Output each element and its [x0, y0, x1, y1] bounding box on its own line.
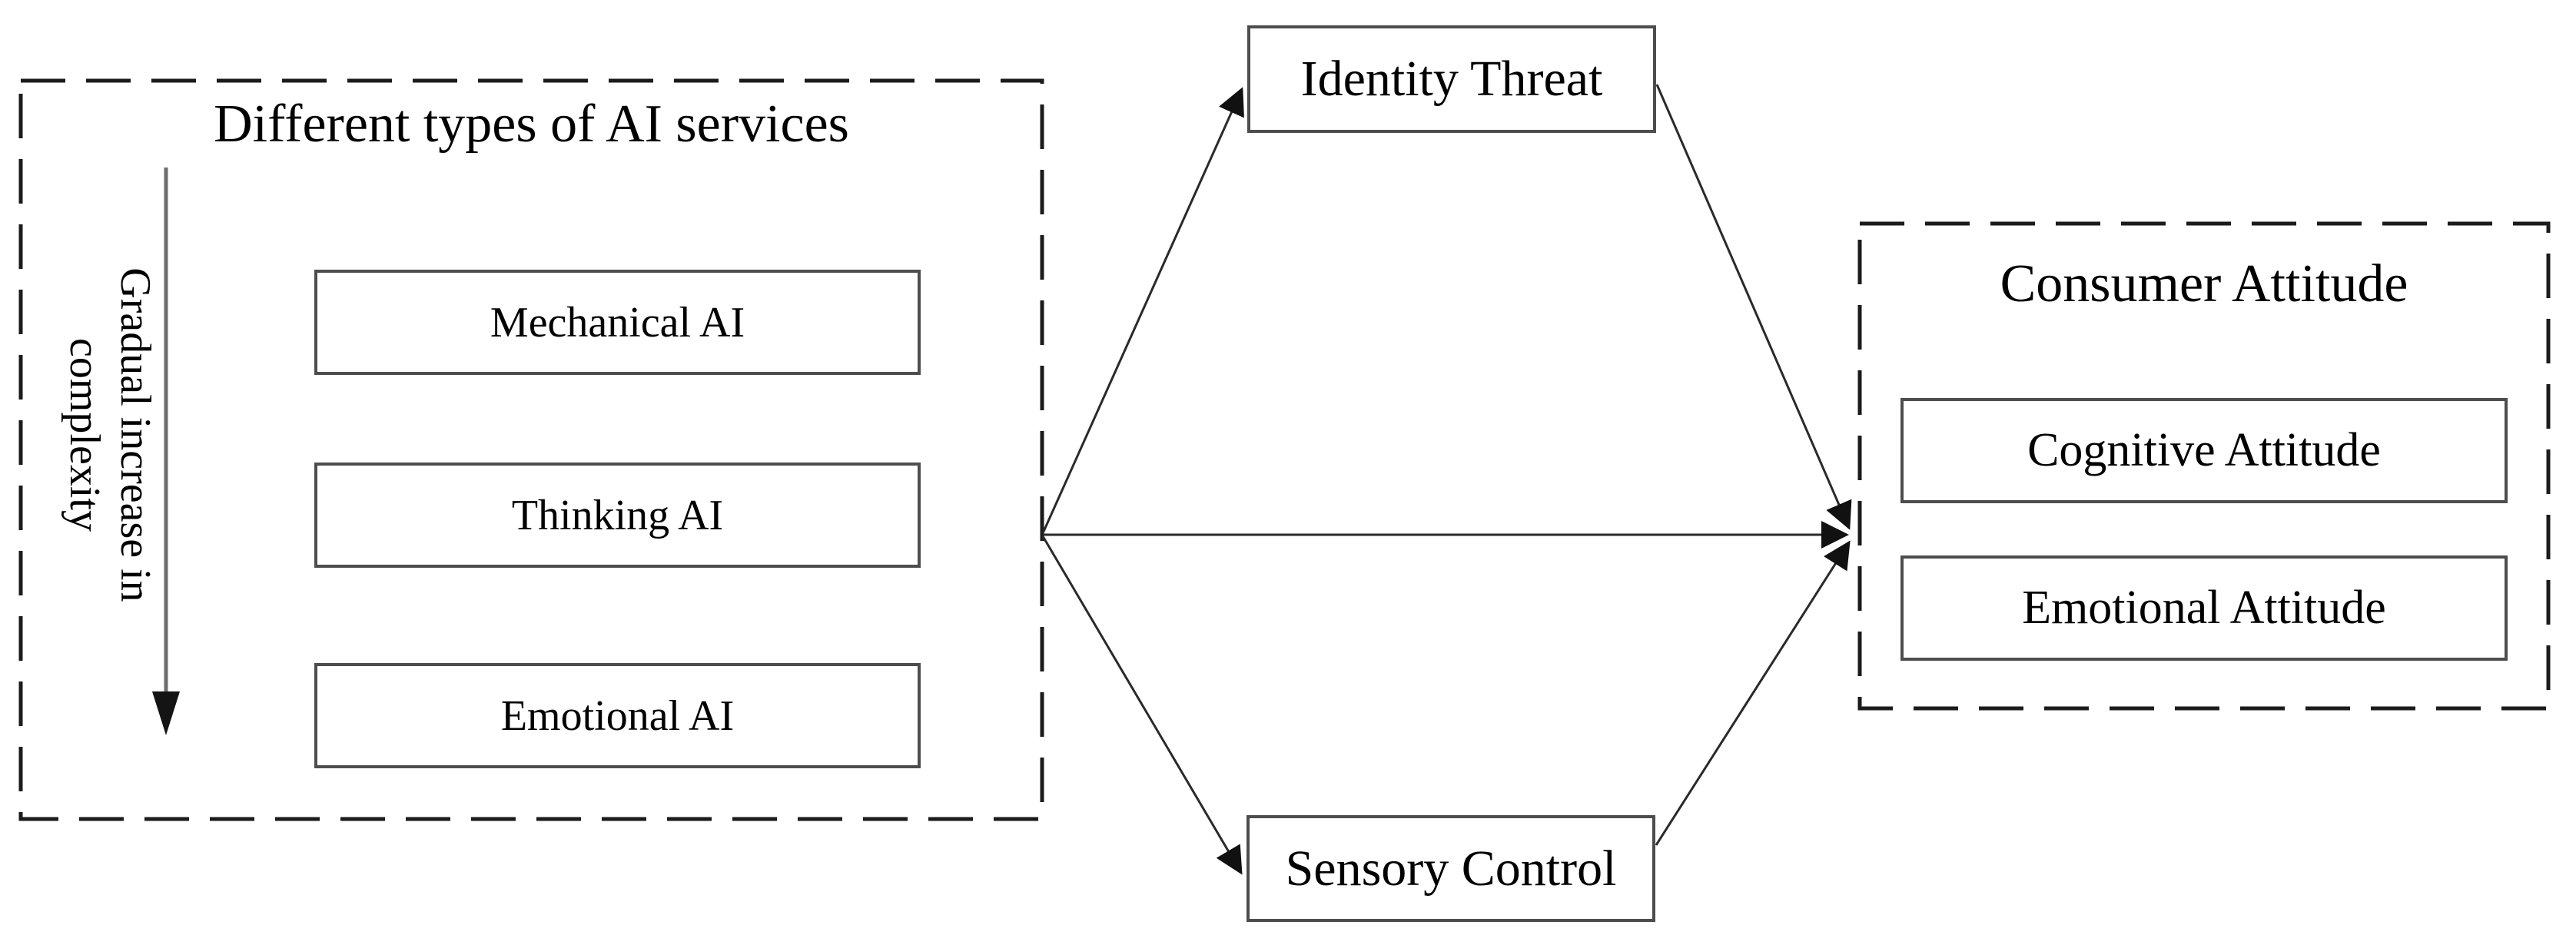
complexity-axis-label: Gradual increase in complexity	[59, 197, 161, 673]
sensory-control-label: Sensory Control	[1285, 840, 1617, 897]
mechanical-ai-label: Mechanical AI	[490, 298, 745, 346]
cognitive-attitude-label: Cognitive Attitude	[2027, 424, 2381, 476]
identity-threat-label: Identity Threat	[1300, 51, 1603, 107]
ai-services-group-border	[18, 78, 1044, 821]
emotional-ai-label: Emotional AI	[500, 691, 735, 740]
complexity-increase-arrow	[152, 167, 180, 735]
consumer-attitude-group-border	[1857, 221, 2551, 711]
arrow-identity-threat-to-consumer-attitude	[1655, 84, 1852, 530]
complexity-arrowhead-icon	[152, 691, 180, 735]
arrow-ai-to-identity-threat	[1041, 87, 1244, 534]
ai-services-group-title: Different types of AI services	[214, 94, 849, 154]
complexity-axis-label-line1: Gradual increase in	[111, 267, 159, 602]
complexity-axis-label-line2: complexity	[61, 338, 108, 532]
emotional-ai-box: Emotional AI	[314, 663, 921, 768]
emotional-attitude-box: Emotional Attitude	[1900, 555, 2508, 661]
arrow-sensory-control-to-consumer-attitude	[1655, 540, 1851, 846]
identity-threat-box: Identity Threat	[1247, 25, 1656, 133]
mechanical-ai-box: Mechanical AI	[314, 270, 921, 375]
sensory-control-box: Sensory Control	[1247, 815, 1655, 922]
consumer-attitude-group-title: Consumer Attitude	[2000, 254, 2408, 313]
arrow-ai-to-sensory-control	[1041, 536, 1243, 875]
emotional-attitude-label: Emotional Attitude	[2022, 582, 2386, 634]
thinking-ai-box: Thinking AI	[314, 463, 921, 568]
thinking-ai-label: Thinking AI	[511, 491, 724, 539]
cognitive-attitude-box: Cognitive Attitude	[1900, 398, 2508, 503]
